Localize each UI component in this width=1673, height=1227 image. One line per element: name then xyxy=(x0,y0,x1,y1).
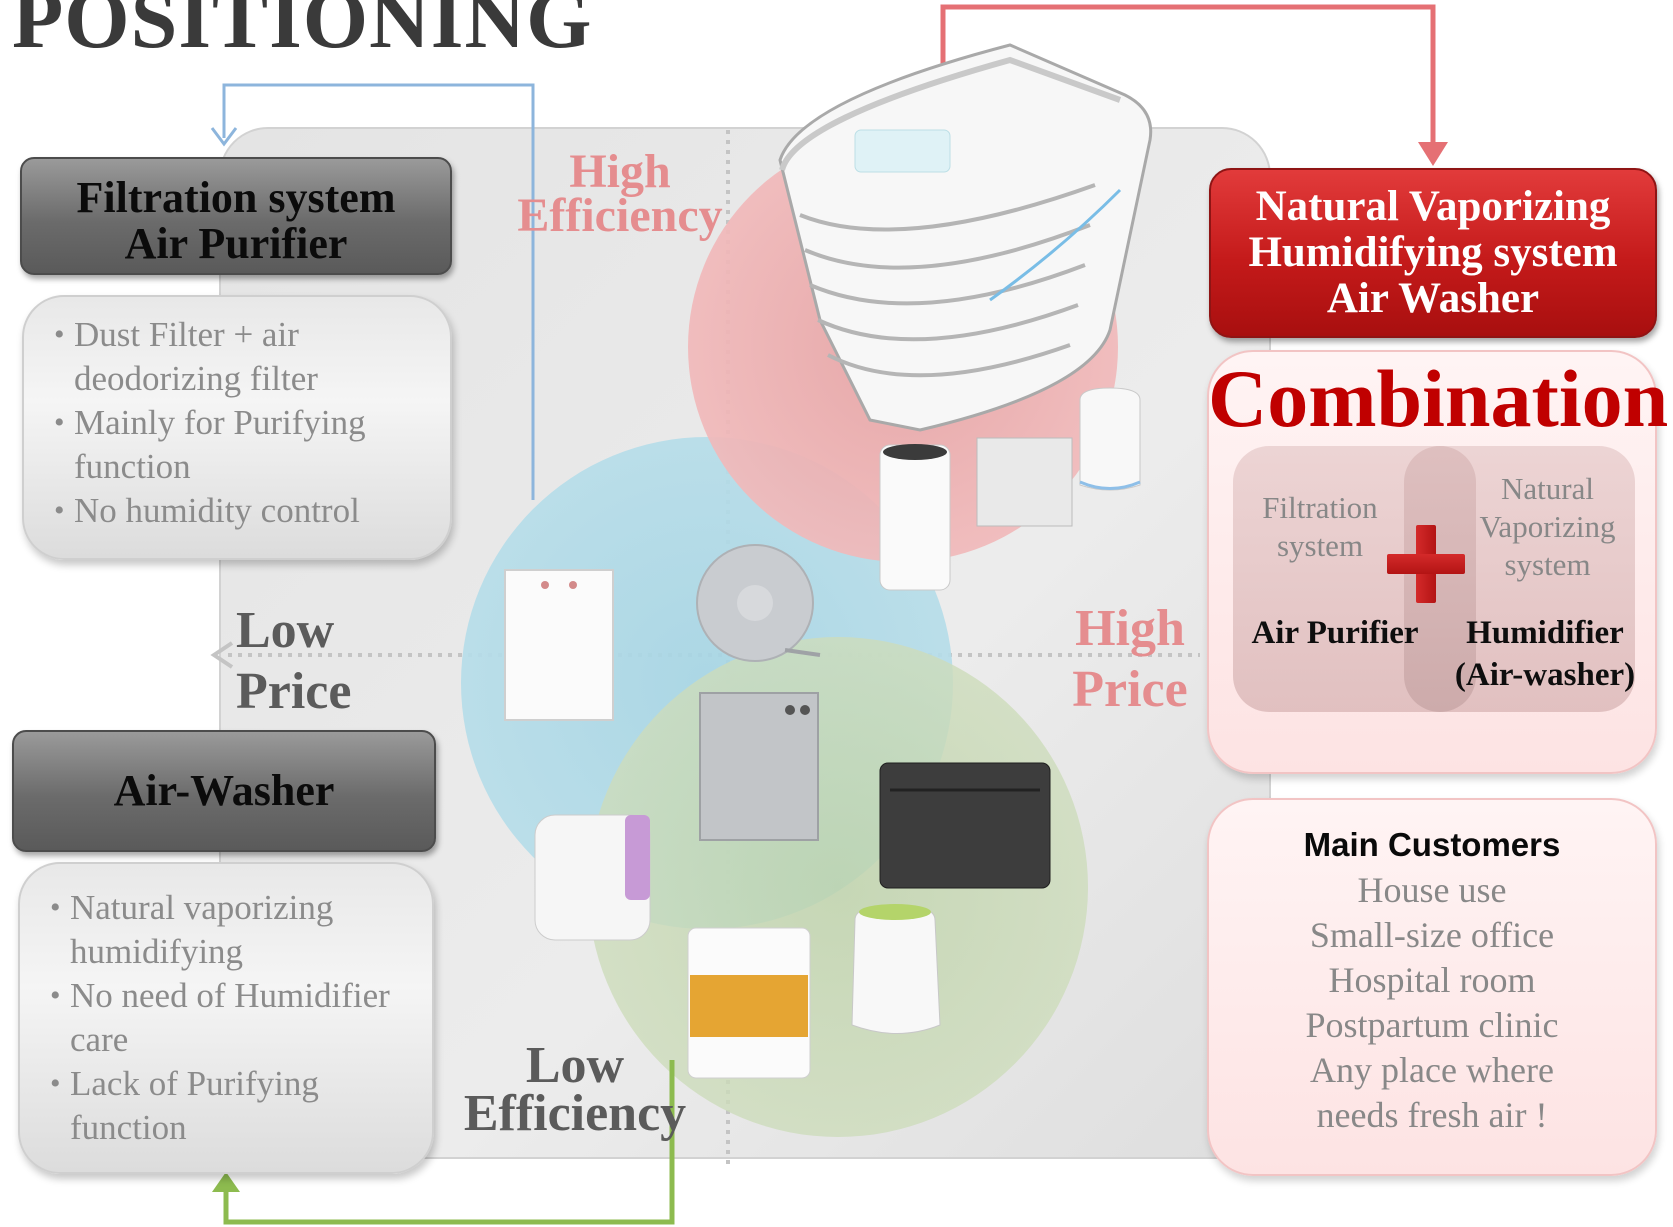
filtration-bullet: Dust Filter + air deodorizing filter xyxy=(52,313,440,401)
air-washer-bullet: Natural vaporizing humidifying xyxy=(48,886,422,974)
combination-title: Combination xyxy=(1208,353,1669,444)
filtration-header-line1: Filtration system xyxy=(76,173,396,222)
filtration-bullet: No humidity control xyxy=(52,489,440,533)
filtration-bullet: Mainly for Purifying function xyxy=(52,401,440,489)
air-washer-features-box: Natural vaporizing humidifying No need o… xyxy=(18,862,434,1174)
filtration-features-box: Dust Filter + air deodorizing filter Mai… xyxy=(22,295,452,560)
natural-vaporizing-header: Natural Vaporizing Humidifying system Ai… xyxy=(1209,168,1657,338)
white-air-purifier-product xyxy=(504,569,614,721)
air-washer-bullet: Lack of Purifying function xyxy=(48,1062,422,1150)
small-white-purifier-product xyxy=(1079,387,1141,491)
large-air-washer-product xyxy=(778,43,1153,432)
green-arrow xyxy=(223,1060,675,1225)
high-price-label: High Price xyxy=(1072,600,1188,719)
customer-item: House use xyxy=(1357,870,1507,910)
white-humidifier-product xyxy=(534,814,651,941)
high-efficiency-label: High Efficiency xyxy=(517,145,723,243)
orange-air-washer-product xyxy=(687,927,811,1079)
silver-purifier-product xyxy=(699,692,819,841)
round-white-humidifier-product xyxy=(851,904,941,1034)
low-price-label: Low Price xyxy=(236,602,352,721)
tall-purifier-product xyxy=(879,444,951,591)
humidifier-label: Humidifier (Air-washer) xyxy=(1454,615,1636,693)
customer-item: needs fresh air ! xyxy=(1316,1095,1548,1135)
customer-item: Small-size office xyxy=(1309,915,1555,955)
black-air-washer-product xyxy=(879,762,1051,889)
square-purifier-product xyxy=(976,437,1073,527)
green-arrowhead xyxy=(212,1172,240,1192)
filtration-system-caption: Filtration system xyxy=(1262,490,1378,563)
main-customers-box: Main Customers House use Small-size offi… xyxy=(1207,798,1657,1176)
natural-vaporizing-caption: Natural Vaporizing system xyxy=(1479,471,1616,582)
page-title: POSITIONING xyxy=(12,0,593,66)
blue-arrowhead xyxy=(210,127,238,147)
customer-item: Any place where xyxy=(1310,1050,1554,1090)
filtration-header-line2: Air Purifier xyxy=(124,219,348,268)
air-washer-header: Air-Washer xyxy=(12,730,436,852)
left-axis-arrowhead xyxy=(210,641,234,669)
low-efficiency-label: Low Efficiency xyxy=(463,1037,687,1142)
round-purifier-product xyxy=(696,544,821,662)
customer-item: Hospital room xyxy=(1328,960,1536,1000)
red-arrowhead xyxy=(1418,142,1448,166)
main-customers-title: Main Customers xyxy=(1303,826,1561,863)
customer-item: Postpartum clinic xyxy=(1305,1005,1559,1045)
filtration-system-header: Filtration system Air Purifier xyxy=(20,157,452,275)
red-arrow xyxy=(940,4,1436,148)
blue-arrow xyxy=(222,83,535,500)
air-purifier-label: Air Purifier xyxy=(1251,615,1419,651)
plus-icon: + xyxy=(1387,525,1465,603)
air-washer-bullet: No need of Humidifier care xyxy=(48,974,422,1062)
